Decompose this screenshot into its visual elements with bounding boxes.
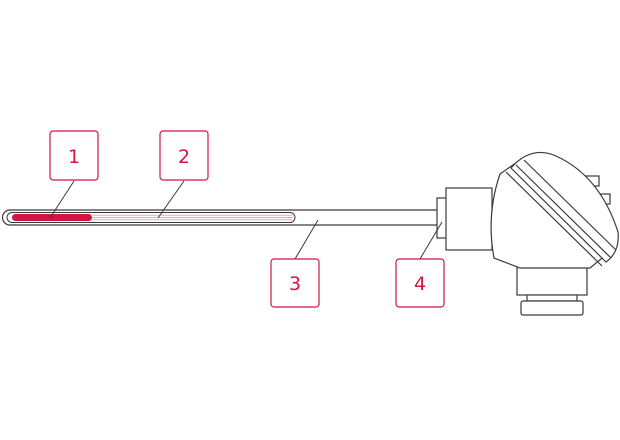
callout-4-label: 4: [414, 273, 426, 295]
callout-1: 1: [49, 130, 99, 181]
callout-3: 3: [270, 258, 320, 308]
sensor-element: [12, 214, 92, 221]
leader-line-4: [419, 221, 443, 260]
callout-4: 4: [395, 258, 445, 308]
callout-3-label: 3: [289, 273, 301, 295]
leader-line-3: [294, 219, 319, 260]
measuring-insert: [6, 212, 296, 223]
connection-head: [490, 151, 619, 269]
callout-2: 2: [159, 130, 209, 181]
leader-line-2: [157, 180, 185, 219]
process-connection: [436, 187, 493, 251]
bottom-fitting: [516, 261, 588, 316]
leader-line-1: [49, 180, 75, 219]
callout-2-label: 2: [178, 146, 190, 168]
callout-1-label: 1: [68, 146, 80, 168]
